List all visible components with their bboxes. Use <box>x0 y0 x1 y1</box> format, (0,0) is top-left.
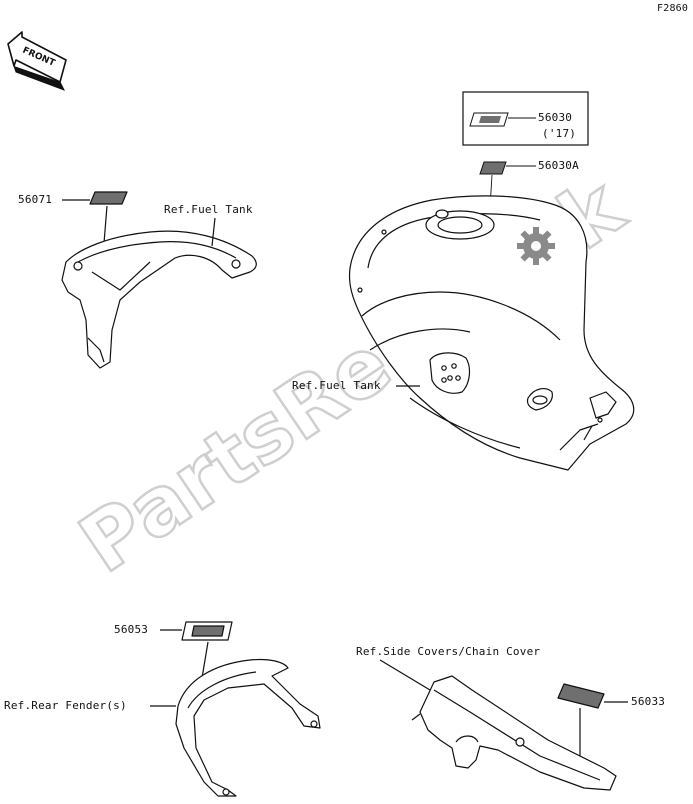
ref-side-covers-chain-cover: Ref.Side Covers/Chain Cover <box>356 645 541 658</box>
part-number-56053: 56053 <box>114 623 149 636</box>
part-number-56030-year: ('17) <box>542 127 577 140</box>
part-number-56071: 56071 <box>18 193 53 206</box>
part-number-56030a: 56030A <box>538 159 579 172</box>
decal-56030 <box>469 112 536 127</box>
label-56030-box <box>462 91 589 146</box>
gear-icon <box>517 227 555 265</box>
ref-fuel-tank-left: Ref.Fuel Tank <box>164 203 253 216</box>
figure-code: F2860 <box>657 3 689 14</box>
tank-cover-part <box>61 191 257 369</box>
ref-fuel-tank-right: Ref.Fuel Tank <box>292 379 381 392</box>
rear-fender-part <box>150 621 321 797</box>
part-number-56030: 56030 <box>538 111 573 124</box>
chain-cover-part <box>379 659 628 791</box>
ref-rear-fender: Ref.Rear Fender(s) <box>4 699 127 712</box>
fuel-tank-part <box>348 195 635 471</box>
part-number-56033: 56033 <box>631 695 666 708</box>
front-arrow-icon: FRONT <box>7 31 67 91</box>
